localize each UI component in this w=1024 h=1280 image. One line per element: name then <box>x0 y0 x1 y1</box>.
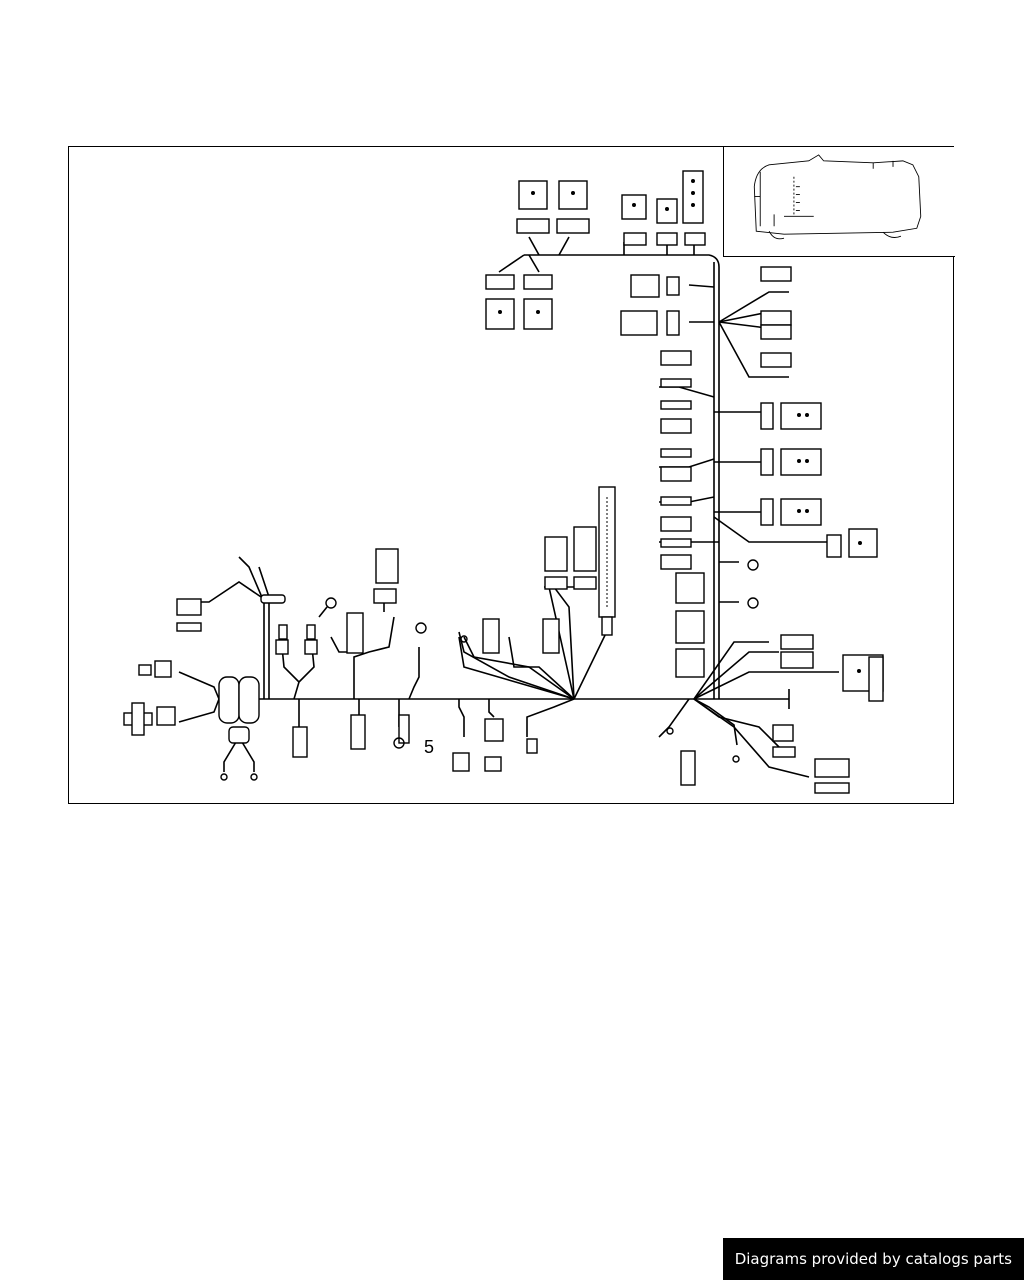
footer-text: Diagrams provided by catalogs parts <box>734 1250 1012 1268</box>
callout-number: 5 <box>424 737 435 757</box>
harness-drawing <box>123 170 884 794</box>
right-vertical-trunk <box>524 254 720 699</box>
vehicle-location-inset <box>723 147 955 257</box>
vehicle-outline-icon <box>753 154 922 240</box>
footer-credit: Diagrams provided by catalogs parts <box>722 1238 1024 1280</box>
wiring-harness-diagram: 5 <box>68 146 955 804</box>
